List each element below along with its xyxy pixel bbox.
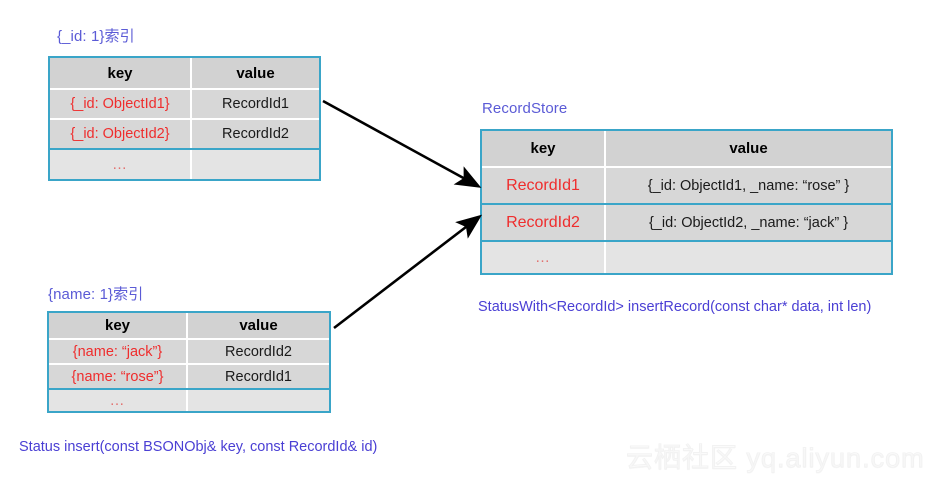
row-value: {_id: ObjectId1, _name: “rose” } (647, 177, 850, 194)
column-header-value: value (239, 317, 278, 334)
row-value: RecordId1 (222, 96, 289, 112)
row-key: {_id: ObjectId2} (50, 120, 192, 148)
id-index-label: {_id: 1}索引 (57, 28, 135, 45)
table-row: {name: “jack”} RecordId2 (49, 340, 329, 365)
id-index-table: key value {_id: ObjectId1} RecordId1 {_i… (48, 56, 321, 181)
row-key-ellipsis: … (49, 390, 188, 411)
table-row: RecordId2 {_id: ObjectId2, _name: “jack”… (482, 205, 891, 242)
row-key: {name: “jack”} (49, 340, 188, 363)
row-value: RecordId1 (225, 368, 292, 385)
row-key: {_id: ObjectId1} (50, 90, 192, 118)
row-key-ellipsis: … (482, 242, 606, 273)
name-index-table: key value {name: “jack”} RecordId2 {name… (47, 311, 331, 413)
table-ellipsis-row: … (49, 390, 329, 411)
record-store-table: key value RecordId1 {_id: ObjectId1, _na… (480, 129, 893, 275)
row-key-ellipsis: … (50, 150, 192, 179)
insert-record-signature: StatusWith<RecordId> insertRecord(const … (478, 299, 872, 315)
row-value-ellipsis (188, 390, 329, 411)
table-ellipsis-row: … (50, 150, 319, 179)
table-header-row: key value (482, 131, 891, 168)
row-value-ellipsis (606, 242, 891, 273)
column-header-key: key (482, 131, 606, 166)
row-value: {_id: ObjectId2, _name: “jack” } (648, 214, 849, 231)
record-store-label: RecordStore (482, 100, 568, 117)
row-key: RecordId1 (482, 168, 606, 203)
row-value-ellipsis (192, 150, 319, 179)
row-value: RecordId2 (222, 126, 289, 142)
column-header-key: key (49, 313, 188, 338)
table-row: RecordId1 {_id: ObjectId1, _name: “rose”… (482, 168, 891, 205)
table-row: {_id: ObjectId2} RecordId2 (50, 120, 319, 150)
column-header-key: key (50, 58, 192, 88)
watermark: 云栖社区 yq.aliyun.com (626, 443, 925, 474)
name-index-label: {name: 1}索引 (48, 286, 144, 303)
column-header-value: value (236, 64, 275, 82)
arrow-id-index-to-recordstore (322, 99, 482, 188)
table-header-row: key value (49, 313, 329, 340)
insert-signature: Status insert(const BSONObj& key, const … (19, 439, 378, 455)
row-value: RecordId2 (225, 343, 292, 360)
row-key: {name: “rose”} (49, 365, 188, 388)
table-ellipsis-row: … (482, 242, 891, 273)
table-header-row: key value (50, 58, 319, 90)
table-row: {name: “rose”} RecordId1 (49, 365, 329, 390)
table-row: {_id: ObjectId1} RecordId1 (50, 90, 319, 120)
row-key: RecordId2 (482, 205, 606, 240)
arrow-name-index-to-recordstore (333, 214, 483, 330)
column-header-value: value (729, 140, 768, 157)
